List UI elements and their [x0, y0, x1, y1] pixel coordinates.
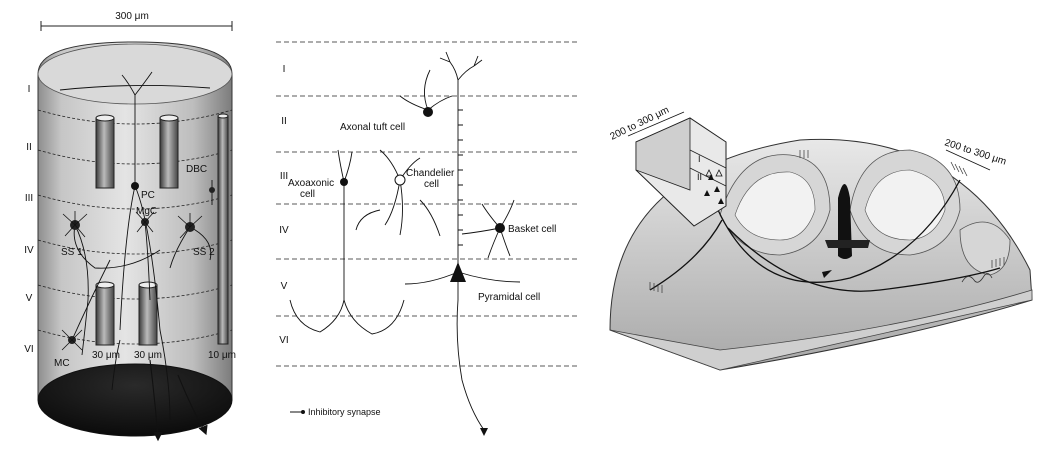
cylinder-bottom [37, 363, 233, 437]
pyramidal-cell-body [450, 262, 466, 282]
neuron-drawings [289, 51, 521, 431]
cortical-block: I II [635, 117, 727, 227]
axon-arrow [480, 428, 488, 436]
block-layer-label: II [697, 172, 702, 182]
panel-a-cortical-column: 300 μm I II III IV V VI [24, 11, 236, 442]
panel-b-cell-types: I II III IV V VI [276, 41, 578, 436]
label-ss2: SS 2 [193, 247, 215, 258]
label-basket-cell: Basket cell [508, 224, 556, 235]
label-dbc: DBC [186, 164, 207, 175]
layer-label: II [281, 116, 287, 127]
column-label: 30 μm [92, 350, 120, 361]
scale-bar-300um: 300 μm [40, 11, 233, 31]
label-mc: MC [54, 358, 70, 369]
column-label: 30 μm [134, 350, 162, 361]
inhibitory-synapse-legend: Inhibitory synapse [290, 407, 381, 417]
layer-boundaries [276, 41, 578, 367]
label-chandelier: Chandelier [406, 168, 455, 179]
label-chandelier-cell: cell [424, 179, 439, 190]
white-matter [734, 169, 946, 241]
cylinder-axons [149, 359, 208, 442]
neuron-processes [59, 71, 213, 421]
legend-label: Inhibitory synapse [308, 407, 381, 417]
fiber-arrow [822, 270, 832, 278]
label-pc: PC [141, 190, 155, 201]
layer-label: III [25, 193, 33, 204]
layer-label: III [280, 171, 288, 182]
layer-label: VI [279, 335, 288, 346]
pyramidal-cell-body [131, 182, 139, 190]
label-ss1: SS 1 [61, 247, 83, 258]
label-axonal-tuft-cell: Axonal tuft cell [340, 122, 405, 133]
corpus-callosum [825, 240, 870, 248]
label-axoaxonic-cell: cell [300, 189, 315, 200]
layer-label: VI [24, 344, 33, 355]
axoaxonic-cell-body [340, 178, 348, 186]
layer-label: V [281, 281, 288, 292]
panel-c-brain-section: I II 200 to 300 μm 200 to 300 μm [608, 105, 1033, 371]
column-hatches [649, 150, 1005, 293]
block-layer-label: I [698, 154, 701, 164]
block-cells-open [705, 169, 723, 177]
layer-label: V [26, 293, 33, 304]
block-cells [704, 174, 724, 204]
layer-boundaries [37, 109, 233, 345]
cut-face [609, 289, 1033, 371]
cortical-minicolumns [95, 113, 229, 346]
layer-label: II [26, 142, 32, 153]
stellate-dendrites [61, 211, 203, 351]
label-axoaxonic: Axoaxonic [288, 178, 334, 189]
layer-label: I [283, 64, 286, 75]
fiber-pathways [649, 179, 1001, 292]
dbc-cell-body [209, 187, 215, 193]
label-pyramidal-cell: Pyramidal cell [478, 292, 540, 303]
chandelier-cell-body [394, 174, 406, 186]
scale-label: 300 μm [115, 11, 149, 22]
cell-bodies [340, 107, 505, 282]
layer-label: IV [24, 245, 34, 256]
layer-label: I [28, 84, 31, 95]
artist-signature [961, 273, 993, 283]
label-mgc: MgC [136, 206, 157, 217]
column-label: 10 μm [208, 350, 236, 361]
basket-cell-body [495, 223, 505, 233]
layer-label: IV [279, 225, 289, 236]
axonal-tuft-cell-body [423, 107, 433, 117]
